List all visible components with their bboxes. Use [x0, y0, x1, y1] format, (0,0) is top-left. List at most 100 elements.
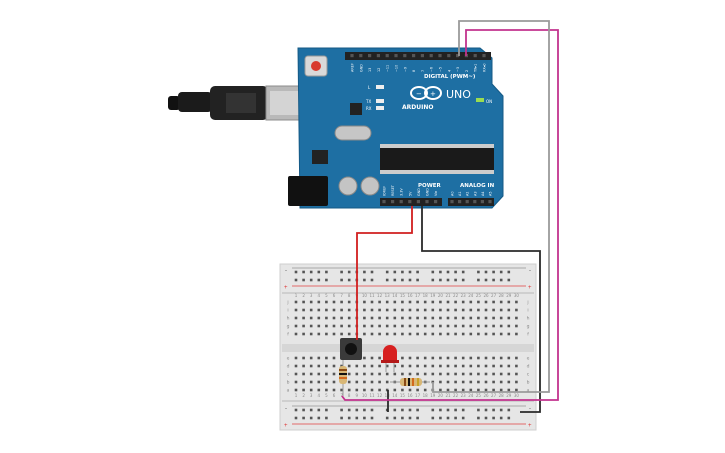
rail-minus-top-right: - — [529, 268, 531, 274]
digital-pin-hole[interactable] — [429, 54, 433, 58]
row-label: c — [527, 373, 530, 378]
row-label: f — [287, 332, 289, 338]
column-label: 24 — [468, 293, 474, 298]
digital-pin-hole[interactable] — [482, 54, 486, 58]
crystal — [334, 125, 372, 141]
analog-pin-header[interactable] — [448, 198, 494, 206]
column-label: 26 — [483, 393, 489, 398]
column-label: 20 — [438, 393, 444, 398]
digital-pin-hole[interactable] — [447, 54, 451, 58]
capacitor-1 — [338, 176, 358, 196]
row-label: h — [287, 316, 290, 322]
analog-pin-label: A2 — [466, 192, 470, 196]
column-label: 28 — [499, 393, 505, 398]
row-label: g — [527, 325, 530, 330]
column-label: 10 — [362, 393, 368, 398]
power-pin-label: 3.3V — [400, 188, 404, 196]
power-pin-label: GND — [426, 188, 430, 196]
power-pin-hole[interactable] — [434, 200, 438, 204]
column-label: 21 — [445, 293, 451, 298]
digital-pin-hole[interactable] — [403, 54, 407, 58]
row-label: a — [287, 389, 290, 394]
column-label: 15 — [400, 293, 406, 298]
breadboard-holes[interactable] — [294, 270, 518, 420]
column-label: 17 — [415, 393, 421, 398]
analog-pin-hole[interactable] — [488, 200, 492, 204]
pushbutton[interactable] — [340, 338, 362, 360]
power-pin-label: IOREF — [383, 186, 387, 196]
wires — [341, 20, 559, 413]
column-label: 29 — [506, 393, 512, 398]
row-label: j — [526, 300, 528, 306]
analog-pin-hole[interactable] — [480, 200, 484, 204]
row-label: j — [286, 300, 288, 306]
digital-pin-hole[interactable] — [350, 54, 354, 58]
rail-minus-top-left: - — [285, 268, 287, 274]
wire-pin-magenta[interactable] — [341, 29, 559, 401]
digital-pin-hole[interactable] — [438, 54, 442, 58]
row-label: a — [527, 389, 530, 394]
rail-plus-top-right: + — [528, 285, 532, 291]
breadboard[interactable]: + + - - + + - - 112233445566778899101011… — [279, 263, 537, 431]
wire-gnd-black[interactable] — [421, 206, 541, 413]
wire-5v-red[interactable] — [356, 206, 413, 340]
arduino-uno-board[interactable]: − + ARDUINO UNO DIGITAL (PWM~) POWER ANA… — [288, 47, 504, 209]
digital-pin-label: 12 — [377, 68, 381, 72]
column-label: 5 — [325, 393, 328, 398]
column-label: 23 — [461, 393, 467, 398]
digital-pin-label: RX◂0 — [483, 63, 487, 72]
column-label: 20 — [438, 293, 444, 298]
column-label: 3 — [310, 393, 313, 398]
resistor-led[interactable] — [390, 378, 430, 386]
digital-pin-hole[interactable] — [412, 54, 416, 58]
column-label: 6 — [333, 393, 336, 398]
column-label: 11 — [369, 393, 375, 398]
model-label: UNO — [446, 88, 471, 101]
digital-pin-header[interactable] — [345, 52, 491, 60]
analog-pin-hole[interactable] — [465, 200, 469, 204]
usb-chip — [350, 103, 362, 115]
led-l-label: L — [368, 85, 371, 90]
digital-pin-hole[interactable] — [385, 54, 389, 58]
column-label: 14 — [392, 393, 398, 398]
svg-text:−: − — [416, 90, 422, 98]
row-label: b — [527, 380, 530, 386]
analog-pin-hole[interactable] — [473, 200, 477, 204]
digital-pin-hole[interactable] — [420, 54, 424, 58]
column-label: 21 — [445, 393, 451, 398]
analog-pin-hole[interactable] — [458, 200, 462, 204]
power-pin-hole[interactable] — [425, 200, 429, 204]
digital-pin-hole[interactable] — [473, 54, 477, 58]
digital-pin-hole[interactable] — [376, 54, 380, 58]
led-tx-indicator — [376, 99, 384, 103]
power-pin-hole[interactable] — [391, 200, 395, 204]
resistor-button[interactable] — [339, 360, 347, 396]
column-label: 1 — [295, 293, 298, 298]
power-pin-hole[interactable] — [382, 200, 386, 204]
capacitor-2 — [360, 176, 380, 196]
column-label: 19 — [430, 393, 436, 398]
digital-pin-label: ~9 — [403, 67, 407, 72]
row-label: d — [287, 364, 290, 370]
power-pin-hole[interactable] — [408, 200, 412, 204]
digital-pin-hole[interactable] — [394, 54, 398, 58]
power-pin-hole[interactable] — [416, 200, 420, 204]
digital-pin-hole[interactable] — [456, 54, 460, 58]
column-label: 17 — [415, 293, 421, 298]
column-label: 12 — [377, 393, 383, 398]
row-label: g — [287, 325, 290, 330]
wire-pin-gray[interactable] — [432, 20, 550, 393]
digital-pin-hole[interactable] — [368, 54, 372, 58]
analog-pin-hole[interactable] — [450, 200, 454, 204]
digital-pin-label: ~11 — [386, 65, 390, 72]
digital-pin-hole[interactable] — [359, 54, 363, 58]
power-pin-hole[interactable] — [399, 200, 403, 204]
red-led[interactable] — [381, 345, 399, 372]
column-label: 14 — [392, 293, 398, 298]
rail-minus-bottom-right: - — [529, 406, 531, 412]
row-label: f — [527, 332, 529, 338]
